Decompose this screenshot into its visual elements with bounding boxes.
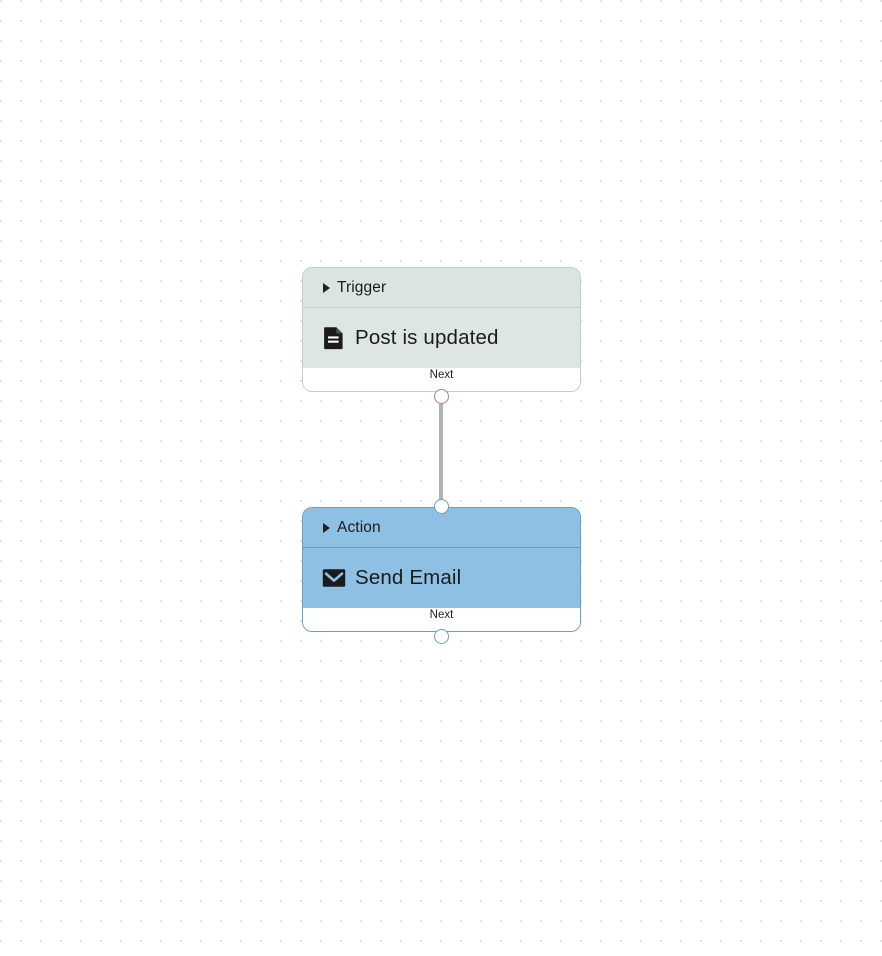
trigger-node-frame: Trigger Post is updated Next <box>302 267 581 392</box>
trigger-node-header[interactable]: Trigger <box>303 268 580 308</box>
action-node-frame: Action Send Email Next <box>302 507 581 632</box>
action-next-output-handle[interactable] <box>433 628 449 644</box>
action-node-footer: Next <box>303 608 580 631</box>
action-node-title: Send Email <box>355 566 462 589</box>
envelope-icon <box>322 566 346 590</box>
trigger-node-title: Post is updated <box>355 326 499 349</box>
collapse-triangle-icon[interactable] <box>323 282 330 293</box>
action-header-label: Action <box>337 518 381 536</box>
document-icon <box>322 326 346 350</box>
trigger-node-footer: Next <box>303 368 580 391</box>
collapse-triangle-icon[interactable] <box>323 522 330 533</box>
action-input-handle[interactable] <box>433 498 449 514</box>
trigger-node-body[interactable]: Post is updated <box>303 308 580 368</box>
trigger-header-label: Trigger <box>337 278 387 296</box>
action-next-label: Next <box>429 609 454 621</box>
trigger-node[interactable]: Trigger Post is updated Next <box>302 267 581 392</box>
action-node-body[interactable]: Send Email <box>303 548 580 608</box>
action-node-header[interactable]: Action <box>303 508 580 548</box>
trigger-next-label: Next <box>429 369 454 381</box>
trigger-next-output-handle[interactable] <box>433 388 449 404</box>
action-node[interactable]: Action Send Email Next <box>302 507 581 632</box>
